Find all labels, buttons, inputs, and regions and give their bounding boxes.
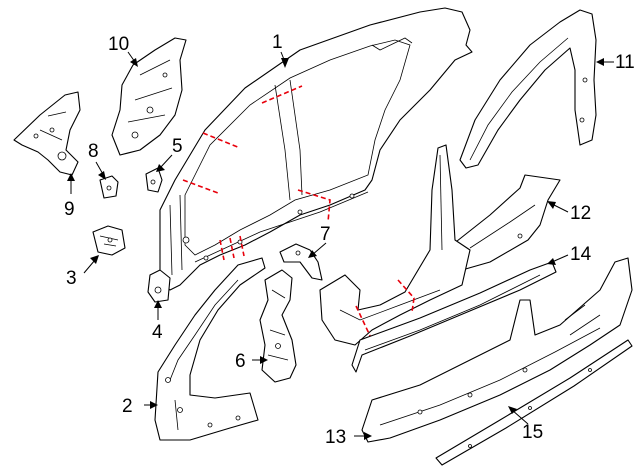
part-6-pillar-reinforcement — [259, 269, 297, 383]
part-2-a-pillar-reinforcement — [154, 257, 266, 441]
part-1-body-side-panel — [159, 7, 473, 291]
callout-4: 4 — [152, 322, 163, 343]
part-12-rear-side-member — [451, 174, 561, 271]
callout-5: 5 — [172, 136, 183, 157]
callout-11: 11 — [615, 52, 635, 73]
part-9-bracket-plate — [13, 91, 81, 176]
callout-1: 1 — [272, 32, 283, 53]
part-15-sill-strip — [435, 339, 633, 466]
part-5-plate — [145, 167, 163, 193]
callout-7: 7 — [320, 224, 331, 245]
callout-13: 13 — [325, 427, 346, 448]
callout-9: 9 — [64, 199, 75, 220]
callout-8: 8 — [88, 141, 99, 162]
part-3-bracket — [92, 225, 126, 256]
callout-12: 12 — [570, 203, 591, 224]
callout-2: 2 — [122, 396, 133, 417]
callout-6: 6 — [235, 351, 246, 372]
part-4-block — [147, 269, 171, 303]
callout-10: 10 — [108, 34, 129, 55]
callout-14: 14 — [570, 244, 592, 265]
part-8-clip — [99, 175, 119, 199]
part-10-inner-panel — [111, 37, 187, 156]
callout-3: 3 — [66, 268, 77, 289]
part-11-rear-pillar — [459, 9, 597, 169]
callout-15: 15 — [522, 422, 543, 443]
callout-leaders — [67, 51, 614, 440]
part-13-rocker-inner — [361, 257, 633, 443]
part-14-rocker-outer — [351, 261, 557, 373]
